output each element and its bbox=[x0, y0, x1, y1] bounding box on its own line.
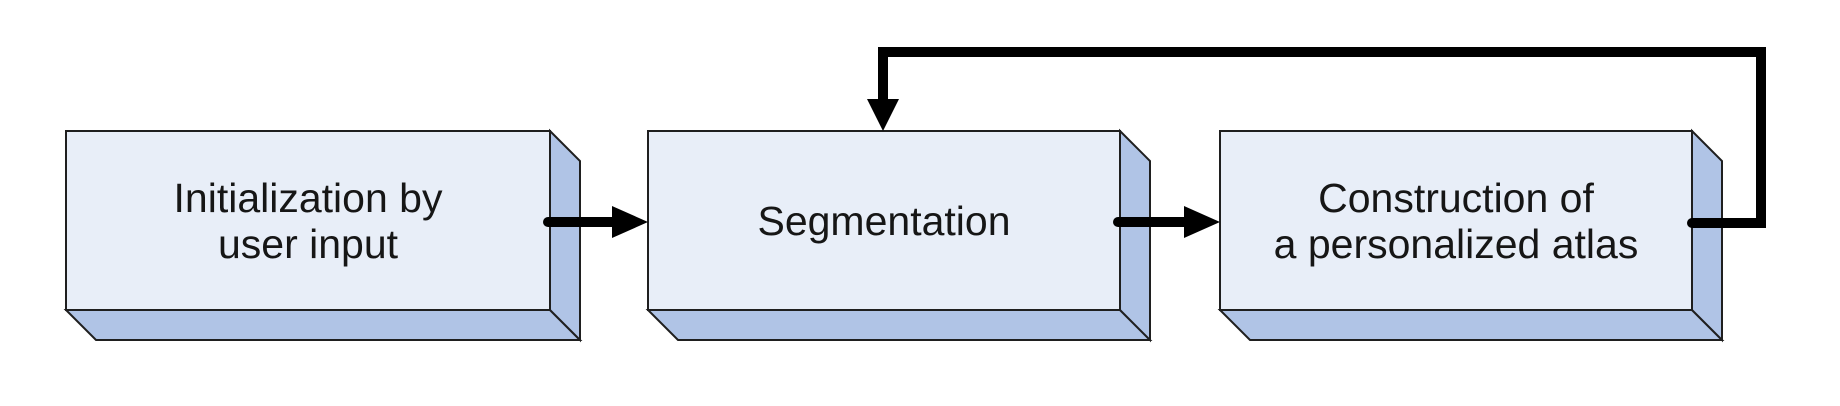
arrow-segmentation-to-construction bbox=[1113, 206, 1220, 238]
feedback-arrow-construction-to-segmentation bbox=[867, 47, 1766, 228]
box-bottom-face bbox=[1217, 309, 1725, 341]
flow-box-construction bbox=[1217, 128, 1725, 343]
arrowhead-right-icon bbox=[1184, 206, 1220, 238]
feedback-arrow-shaft bbox=[878, 47, 1766, 228]
box-bottom-face bbox=[63, 309, 583, 341]
arrow-initialization-to-segmentation bbox=[543, 206, 648, 238]
box-bottom-face bbox=[645, 309, 1153, 341]
box-front-face bbox=[647, 130, 1121, 311]
flow-box-segmentation bbox=[645, 128, 1153, 343]
box-right-face bbox=[1119, 128, 1151, 343]
box-right-face bbox=[1691, 128, 1723, 343]
flow-box-initialization bbox=[63, 128, 583, 343]
box-front-face bbox=[65, 130, 551, 311]
box-front-face bbox=[1219, 130, 1693, 311]
box-right-face bbox=[549, 128, 581, 343]
arrowhead-down-icon bbox=[867, 99, 899, 131]
arrowhead-right-icon bbox=[612, 206, 648, 238]
